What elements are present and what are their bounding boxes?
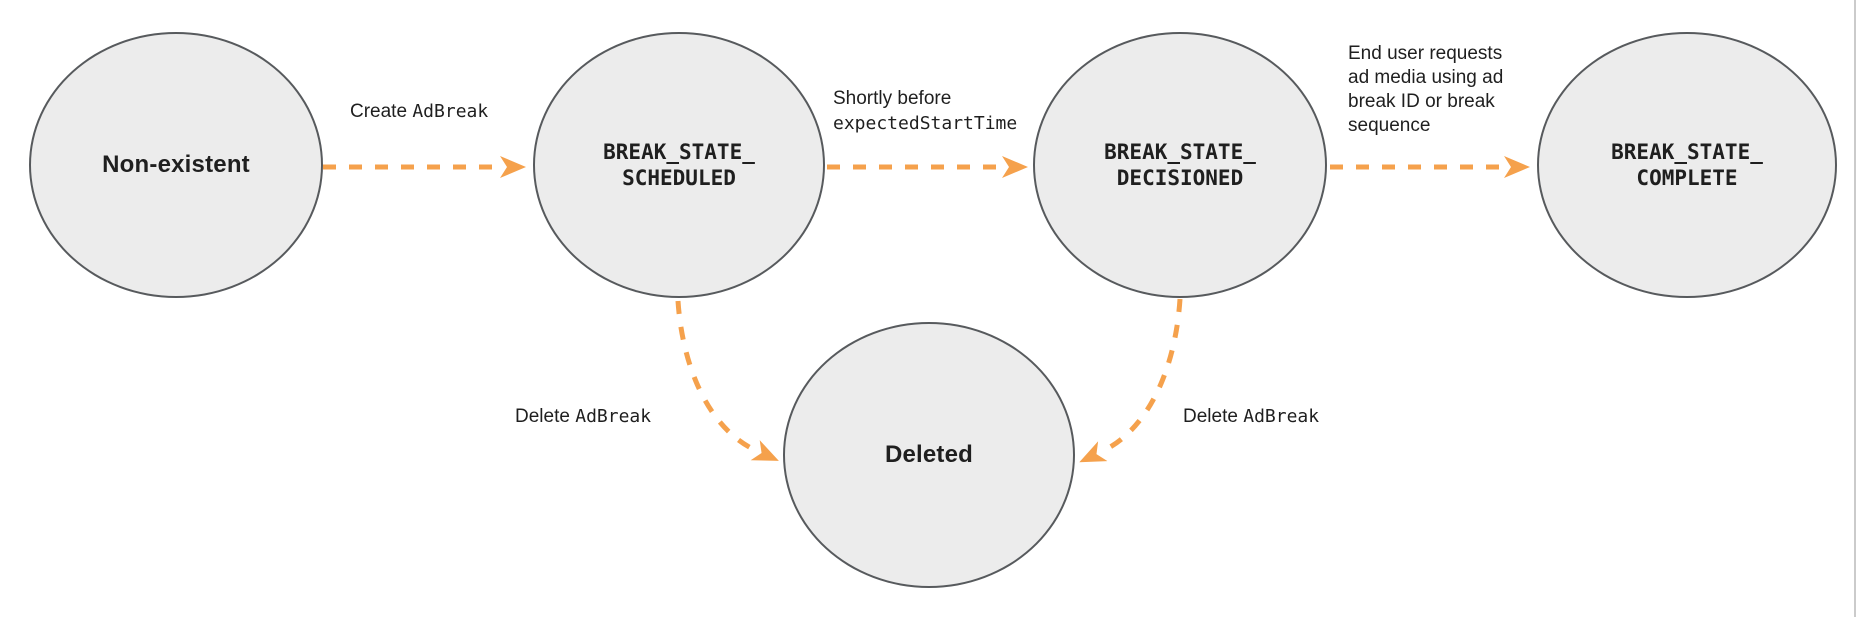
state-deleted: Deleted: [783, 322, 1075, 588]
state-complete-label-line1: BREAK_STATE_: [1611, 140, 1763, 164]
state-decisioned-label-line2: DECISIONED: [1116, 166, 1244, 190]
state-break-state-scheduled: BREAK_STATE_ SCHEDULED: [533, 32, 825, 298]
state-scheduled-label-line2: SCHEDULED: [622, 166, 736, 190]
label-create-adbreak-sans: Create: [350, 101, 408, 122]
label-create-adbreak-mono: AdBreak: [412, 101, 489, 122]
label-delete-right-sans: Delete: [1183, 406, 1238, 427]
state-break-state-complete: BREAK_STATE_ COMPLETE: [1537, 32, 1837, 298]
arrow-delete-adbreak-from-decisioned: [1079, 298, 1183, 463]
arrow-delete-adbreak-from-scheduled: [675, 300, 779, 461]
state-non-existent-label: Non-existent: [102, 151, 250, 178]
label-end-user-line4: sequence: [1348, 115, 1431, 136]
label-delete-left-sans: Delete: [515, 406, 570, 427]
label-end-user-line2: ad media using ad: [1348, 67, 1504, 88]
state-break-state-decisioned: BREAK_STATE_ DECISIONED: [1033, 32, 1327, 298]
label-shortly-before-expectedstarttime: Shortly before expectedStartTime: [833, 86, 1017, 136]
state-deleted-label: Deleted: [884, 441, 974, 468]
state-complete-label-line2: COMPLETE: [1636, 166, 1738, 190]
label-end-user-line3: break ID or break: [1348, 91, 1495, 112]
state-scheduled-label-line1: BREAK_STATE_: [603, 140, 755, 164]
label-delete-right-mono: AdBreak: [1243, 406, 1320, 427]
page-right-edge-line: [1854, 0, 1856, 617]
label-shortly-before-line1: Shortly before: [833, 88, 952, 109]
state-non-existent: Non-existent: [29, 32, 323, 298]
label-end-user-line1: End user requests: [1348, 43, 1503, 64]
state-decisioned-label-line1: BREAK_STATE_: [1104, 140, 1256, 164]
label-delete-left-mono: AdBreak: [575, 406, 652, 427]
label-end-user-requests: End user requests ad media using ad brea…: [1348, 42, 1503, 138]
label-expectedstarttime-line2: expectedStartTime: [833, 113, 1018, 134]
